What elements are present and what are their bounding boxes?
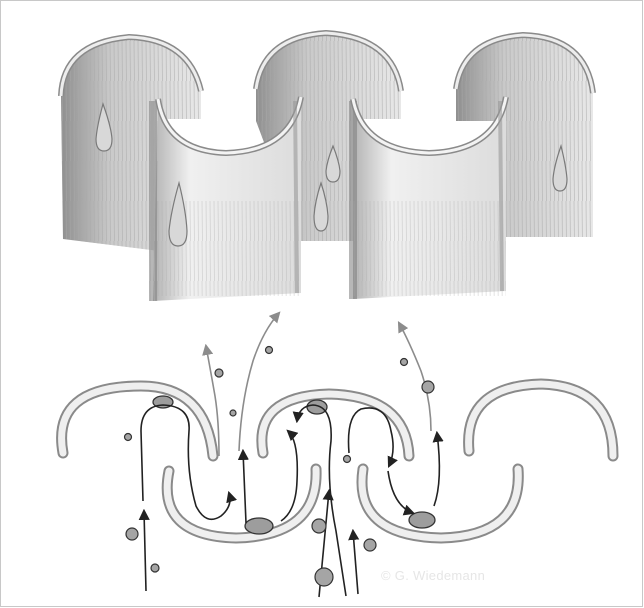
copyright-credit: © G. Wiedemann: [381, 568, 485, 583]
droplet-icon: [344, 456, 351, 463]
droplet-icon: [151, 564, 159, 572]
droplet-icon: [230, 410, 236, 416]
flow-path-dark: [141, 405, 230, 519]
droplet-icon: [422, 381, 434, 393]
section-arc-bottom-2: [362, 469, 518, 538]
droplet-icon: [312, 519, 326, 533]
droplet-icon: [126, 528, 138, 540]
section-arc-top-3: [469, 384, 613, 456]
section-arc-top-2: [262, 394, 409, 456]
droplet-icon: [125, 434, 132, 441]
droplet-icon: [266, 347, 273, 354]
flow-path-dark: [281, 431, 297, 521]
flow-path-dark: [353, 531, 358, 594]
flow-path-dark: [144, 511, 146, 591]
liquid-drop-icon: [307, 400, 327, 414]
front-plate-right: [353, 97, 506, 299]
liquid-drop-icon: [409, 512, 435, 528]
droplet-icon: [364, 539, 376, 551]
baffle-plates-cross-section: [62, 313, 613, 597]
flow-path-dark: [243, 451, 246, 523]
droplet-icon: [315, 568, 333, 586]
baffle-plates-3d: [61, 33, 593, 301]
flow-path-dark: [349, 408, 394, 466]
liquid-drop-icon: [245, 518, 273, 534]
droplet-icon: [401, 359, 408, 366]
flow-path-dark: [388, 471, 413, 513]
flow-path-grey: [399, 323, 431, 431]
section-arc-top-1: [62, 386, 213, 456]
droplet-icon: [215, 369, 223, 377]
flow-path-dark: [434, 433, 439, 506]
